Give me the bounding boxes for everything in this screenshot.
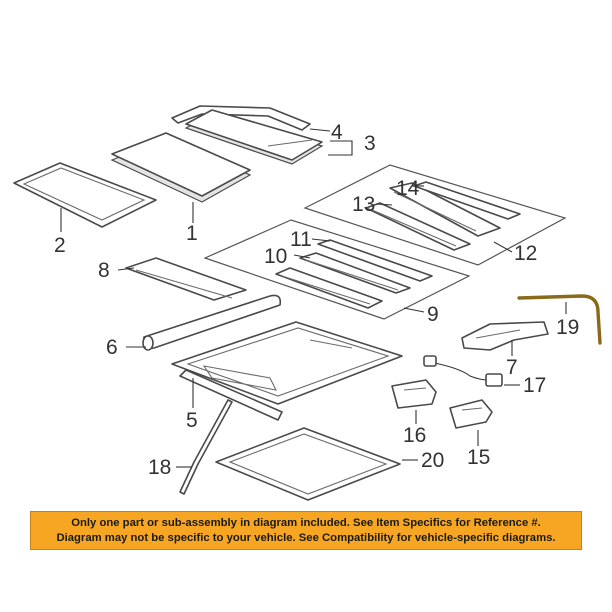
panel-rails-12	[303, 164, 567, 266]
callout-5: 5	[186, 409, 198, 432]
part-3-rear-glass	[184, 109, 324, 165]
part-5-sunroof-housing	[171, 321, 403, 421]
callout-7: 7	[506, 356, 518, 379]
disclaimer-banner: Only one part or sub-assembly in diagram…	[30, 511, 582, 550]
part-15-motor	[449, 399, 493, 429]
callout-numbers: 2 1 4 3 14 13 12 11 10 9 8 6 19 7 17 5 1…	[54, 121, 579, 479]
disclaimer-line-1: Only one part or sub-assembly in diagram…	[71, 516, 541, 529]
callout-15: 15	[467, 446, 490, 469]
callout-18: 18	[148, 456, 171, 479]
part-1-glass-panel	[110, 132, 252, 203]
part-20-sunshade-frame	[215, 427, 401, 501]
callout-2: 2	[54, 234, 66, 257]
callout-20: 20	[421, 449, 444, 472]
callout-17: 17	[523, 374, 546, 397]
callout-10: 10	[264, 245, 287, 268]
part-4-weatherstrip	[171, 105, 311, 131]
part-19-highlighted-bracket	[517, 294, 602, 345]
part-16-motor	[391, 379, 437, 409]
part-17-wiring-harness	[423, 355, 503, 387]
disclaimer-line-2: Diagram may not be specific to your vehi…	[56, 531, 556, 544]
part-6-drain-tube	[142, 294, 282, 351]
part-18-drain-hose	[179, 399, 233, 495]
leader-lines	[60, 128, 567, 468]
panel-rails-9	[203, 219, 471, 320]
callout-13: 13	[352, 193, 375, 216]
part-8-front-bracket	[125, 257, 247, 301]
callout-4: 4	[331, 121, 343, 144]
callout-6: 6	[106, 336, 118, 359]
callout-16: 16	[403, 424, 426, 447]
callout-9: 9	[427, 303, 439, 326]
callout-1: 1	[186, 222, 198, 245]
callout-11: 11	[290, 228, 312, 251]
callout-14: 14	[396, 177, 420, 200]
callout-19: 19	[556, 316, 579, 339]
callout-3: 3	[364, 132, 376, 155]
part-2-seal-frame	[13, 162, 157, 228]
callout-8: 8	[98, 259, 110, 282]
part-7-bracket	[461, 321, 549, 351]
callout-12: 12	[514, 242, 537, 265]
